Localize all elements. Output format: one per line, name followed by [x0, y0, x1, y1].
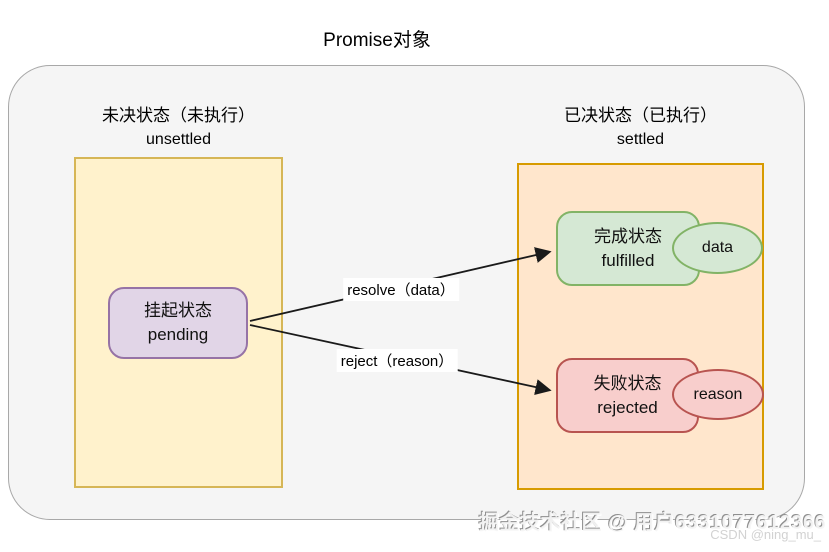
- settled-heading-en: settled: [616, 131, 665, 148]
- fulfilled-label-en: fulfilled: [601, 250, 655, 270]
- community-watermark: 掘金技术社区 @ 用户6331077612366: [479, 512, 827, 534]
- data-ellipse: data: [672, 222, 763, 274]
- rejected-label-en: rejected: [597, 397, 658, 417]
- reason-ellipse: reason: [672, 369, 764, 420]
- rejected-label-zh: 失败状态: [593, 373, 662, 393]
- pending-state-node: 挂起状态 pending: [108, 287, 248, 359]
- unsettled-heading-zh: 未决状态（未执行）: [102, 106, 255, 125]
- settled-heading-zh: 已决状态（已执行）: [564, 106, 717, 125]
- unsettled-heading-en: unsettled: [146, 131, 211, 148]
- pending-label-zh: 挂起状态: [144, 301, 212, 321]
- settled-heading: 已决状态（已执行） settled: [517, 101, 764, 149]
- pending-label-en: pending: [147, 325, 209, 344]
- diagram-title: Promise对象: [323, 30, 431, 51]
- fulfilled-label-zh: 完成状态: [594, 226, 662, 246]
- unsettled-heading: 未决状态（未执行） unsettled: [74, 101, 283, 149]
- reject-arrow-label: reject（reason）: [336, 349, 458, 372]
- csdn-watermark: CSDN @ning_mu_: [710, 527, 821, 542]
- resolve-arrow-label: resolve（data）: [343, 278, 459, 301]
